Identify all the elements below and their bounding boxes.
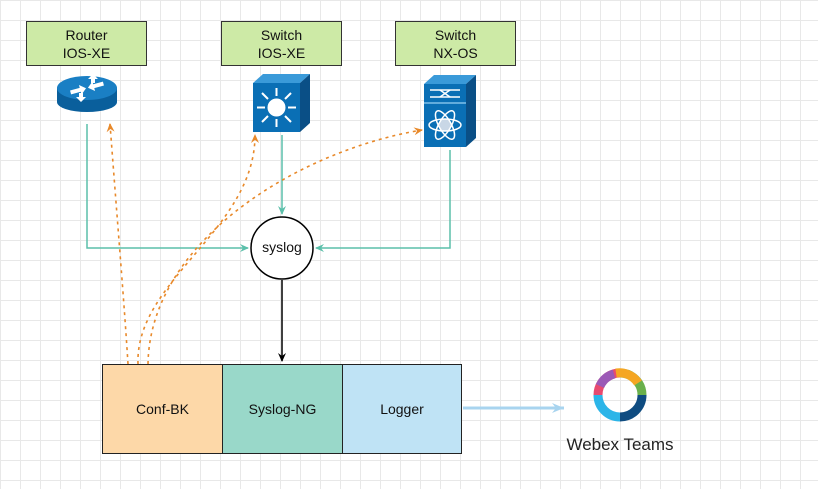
switch-nxos-label-line2: NX-OS <box>433 44 478 61</box>
confbk-block: Conf-BK <box>102 364 223 454</box>
nexus-switch-icon <box>424 75 476 147</box>
confbk-router-connector <box>106 123 129 365</box>
confbk-switch-nxos-connector <box>147 127 423 365</box>
syslog-node <box>250 216 314 280</box>
syslogng-block: Syslog-NG <box>222 364 343 454</box>
switch-nxos-syslog-connector <box>315 150 451 252</box>
switch-iosxe-label-line2: IOS-XE <box>257 44 306 61</box>
router-label-line1: Router <box>65 26 108 43</box>
syslogng-label: Syslog-NG <box>248 401 317 417</box>
switch-iosxe-label: Switch IOS-XE <box>221 21 342 66</box>
router-label: Router IOS-XE <box>26 21 147 66</box>
webex-teams-label: Webex Teams <box>566 435 674 454</box>
syslog-label: syslog <box>262 239 302 255</box>
switch-nxos-label-line1: Switch <box>434 26 477 43</box>
confbk-label: Conf-BK <box>136 401 189 417</box>
logger-label: Logger <box>380 401 424 417</box>
webex-teams-logo <box>593 368 647 422</box>
switch-nxos-label: Switch NX-OS <box>395 21 516 66</box>
router-syslog-connector <box>86 124 249 252</box>
router-label-line2: IOS-XE <box>62 44 111 61</box>
logger-block: Logger <box>342 364 462 454</box>
confbk-switch-iosxe-connector <box>137 134 259 365</box>
router-icon <box>57 74 117 112</box>
switch-iosxe-label-line1: Switch <box>260 26 303 43</box>
layer3-switch-icon <box>253 74 310 132</box>
